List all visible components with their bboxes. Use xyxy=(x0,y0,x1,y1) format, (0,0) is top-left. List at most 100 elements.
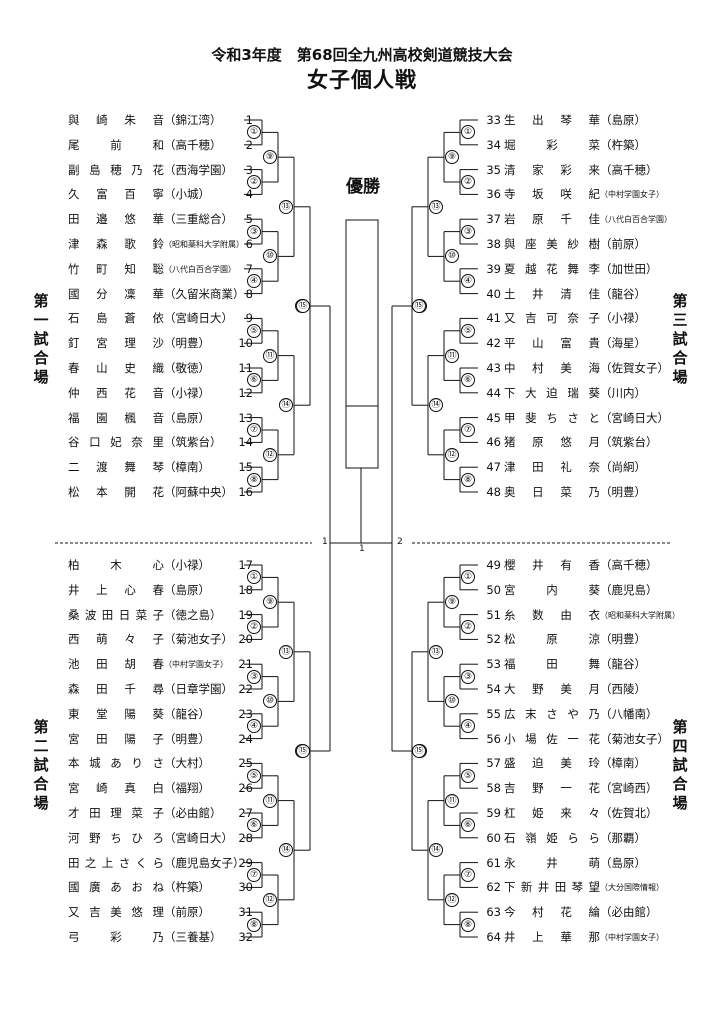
round-label: ① xyxy=(461,125,475,140)
entry-name: 又吉美悠理 xyxy=(68,905,164,920)
round-label: ⑩ xyxy=(263,694,277,709)
venue-label-3: 第三試合場 xyxy=(672,292,688,386)
entry-school: （小禄） xyxy=(600,311,646,326)
entry-school: （小禄） xyxy=(164,558,210,572)
round-label: ⑭ xyxy=(429,843,443,858)
entry-name: 猪原悠月 xyxy=(504,435,600,450)
entry-number: 17 xyxy=(238,558,253,572)
entry-school: （必由館） xyxy=(600,905,658,920)
entry-number: 56 xyxy=(486,731,501,746)
entry-row: 宮田陽子（明豊）24 xyxy=(68,732,253,747)
round-label: ⑪ xyxy=(445,348,459,363)
entry-number: 24 xyxy=(238,731,253,746)
entry-row: 森田千尋（日章学園）22 xyxy=(68,682,253,697)
entry-name: 柏木心 xyxy=(68,558,164,572)
entry-school: （八幡南） xyxy=(600,706,658,721)
round-label: ④ xyxy=(247,274,261,289)
entry-number: 54 xyxy=(486,682,501,696)
entry-name: 與座美紗樹 xyxy=(504,237,600,251)
entry-number: 55 xyxy=(486,706,501,721)
round-label: ⑪ xyxy=(263,348,277,363)
entry-name: 甲斐ちさと xyxy=(504,410,600,425)
entry-number: 23 xyxy=(238,706,253,721)
round-label: ② xyxy=(461,620,475,634)
entry-row: 石島蒼依（宮崎日大）9 xyxy=(68,311,253,326)
entry-school: （宮崎日大） xyxy=(600,410,669,425)
entry-number: 27 xyxy=(238,806,253,820)
entry-name: 田之上さくら xyxy=(68,855,164,870)
entry-name: 広末さや乃 xyxy=(504,706,600,721)
entry-number: 60 xyxy=(486,830,501,845)
entry-school: （島原） xyxy=(164,582,210,597)
entry-name: 桑波田日菜子 xyxy=(68,607,164,622)
entry-number: 30 xyxy=(238,880,253,895)
round-label: ① xyxy=(247,570,261,585)
entry-row: 西萌々子（菊池女子）20 xyxy=(68,632,253,647)
round-label: ⑪ xyxy=(263,793,277,808)
event-subtitle: 女子個人戦 xyxy=(307,68,417,92)
entry-school: （鹿児島） xyxy=(600,582,658,597)
entry-school: （八代白百合学園） xyxy=(164,264,236,274)
entry-number: 52 xyxy=(486,632,501,647)
entry-number: 33 xyxy=(486,113,501,127)
round-label: ⑫ xyxy=(263,447,277,462)
entry-row: 河野ちひろ（宮崎日大）28 xyxy=(68,831,253,846)
entry-name: 東堂陽葵 xyxy=(68,706,164,721)
entry-name: 下大迫瑞葵 xyxy=(504,385,600,400)
entry-name: 吉野一花 xyxy=(504,781,600,796)
entry-row: 田之上さくら（鹿児島女子）29 xyxy=(68,856,253,871)
round-label: ③ xyxy=(247,224,261,239)
entry-name: 平山富貴 xyxy=(504,336,600,351)
entry-name: 松原涼 xyxy=(504,632,600,647)
entry-name: 與崎朱音 xyxy=(68,113,164,127)
round-label: ⑦ xyxy=(247,423,261,437)
entry-school: （菊池女子） xyxy=(600,731,669,746)
round-label: ⑬ xyxy=(279,644,293,659)
entry-school: （杵築） xyxy=(164,880,210,895)
entry-school: （島原） xyxy=(600,855,646,870)
round-label: ⑫ xyxy=(263,892,277,907)
entry-school: （高千穂） xyxy=(600,558,658,572)
round-label: ③ xyxy=(247,669,261,684)
entry-name: 杠姫来々 xyxy=(504,806,600,820)
round-label: ③ xyxy=(461,669,475,684)
entry-school: （三養基） xyxy=(164,930,222,944)
entry-row: 柏木心（小禄） 17 xyxy=(68,558,253,573)
round-label: ⑩ xyxy=(445,249,459,264)
entry-row: 井上心春（島原）18 xyxy=(68,583,253,598)
entry-number: 9 xyxy=(245,311,253,326)
entry-number: 32 xyxy=(238,930,253,944)
round-label: ⑦ xyxy=(247,868,261,882)
entry-school: （筑紫台） xyxy=(164,435,222,450)
round-label: ② xyxy=(461,175,475,189)
entry-row: 副島穂乃花（西海学園）3 xyxy=(68,163,253,178)
entry-school: （西陵） xyxy=(600,682,646,696)
entry-name: 堀彩菜 xyxy=(504,137,600,152)
entry-school: （阿蘇中央） xyxy=(164,485,233,499)
entry-row: 本城ありさ（大村）25 xyxy=(68,756,253,771)
entry-name: 又吉可奈子 xyxy=(504,311,600,326)
round-label: ① xyxy=(247,125,261,140)
entry-name: 國分凜華 xyxy=(68,286,164,301)
round-label: ④ xyxy=(461,719,475,734)
entry-number: 13 xyxy=(238,410,253,425)
entry-number: 3 xyxy=(245,162,253,177)
entry-number: 35 xyxy=(486,162,501,177)
round-label: ③ xyxy=(461,224,475,239)
entry-row: 田邉悠華（三重総合）5 xyxy=(68,212,253,227)
entry-number: 41 xyxy=(486,311,501,326)
entry-name: 河野ちひろ xyxy=(68,830,164,845)
entry-number: 20 xyxy=(238,632,253,647)
round-label: ⑥ xyxy=(461,373,475,388)
entry-number: 58 xyxy=(486,781,501,796)
entry-school: （龍谷） xyxy=(164,706,210,721)
